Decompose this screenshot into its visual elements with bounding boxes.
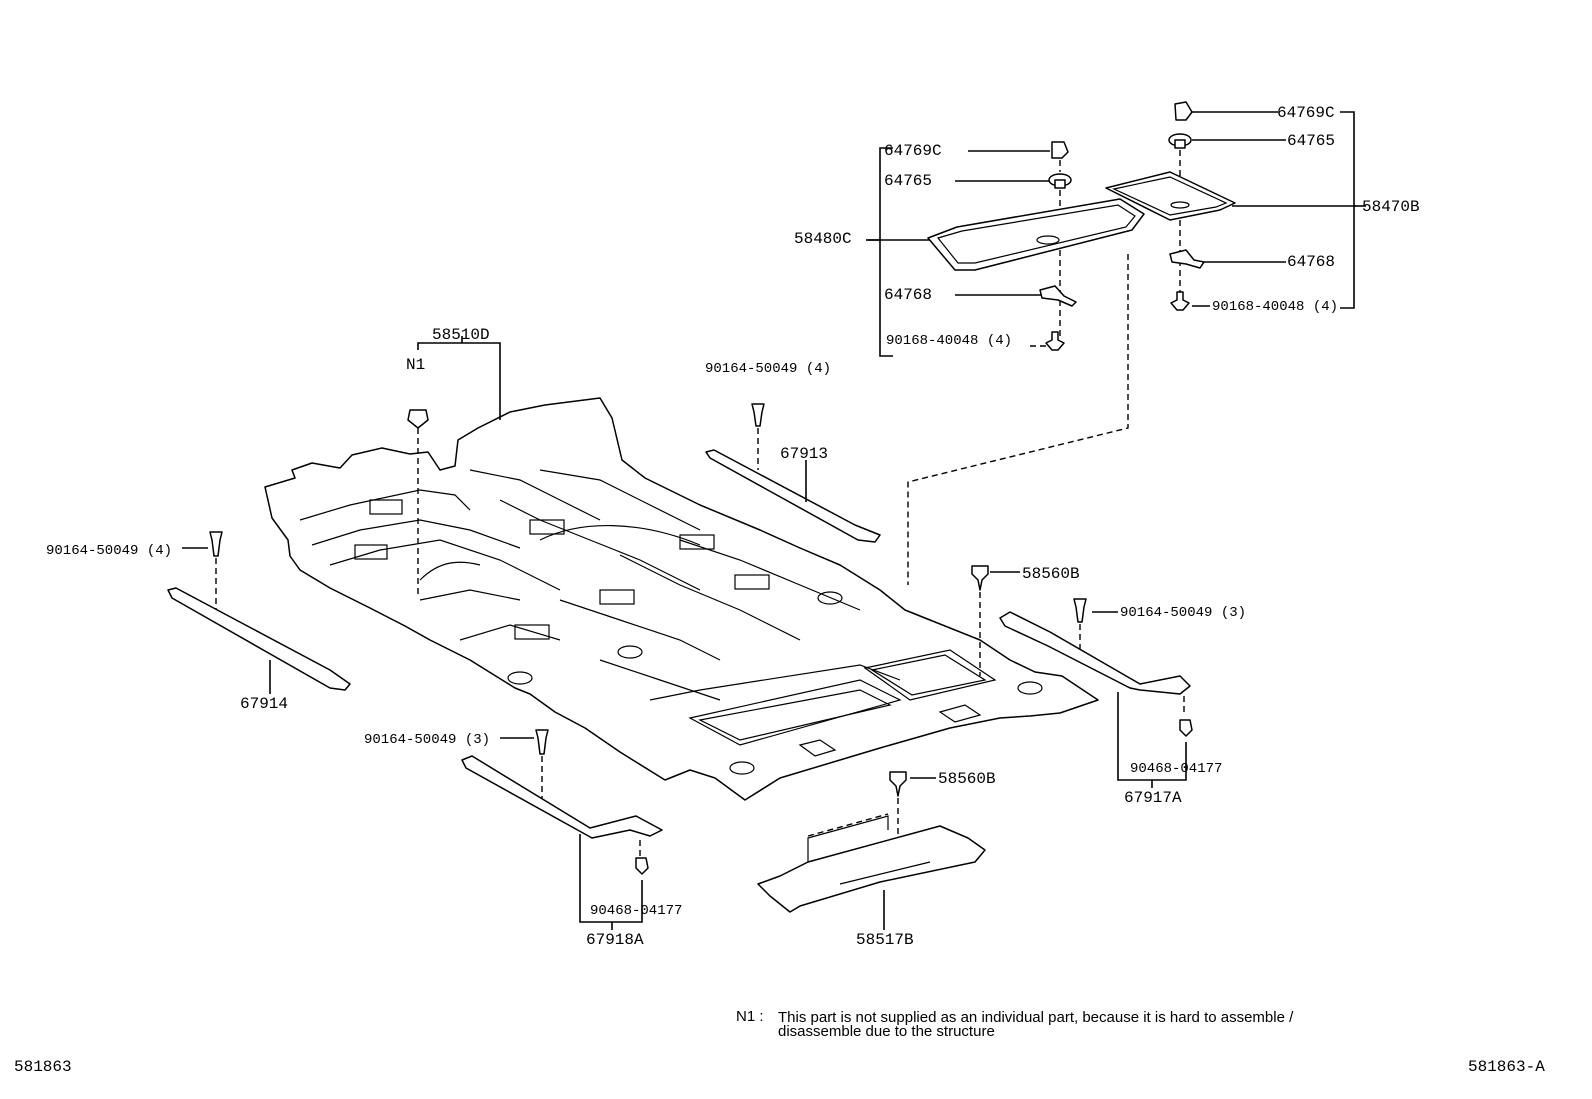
label-58517b: 58517B <box>856 931 914 949</box>
label-64765-b: 64765 <box>1287 132 1336 150</box>
label-67917a: 67917A <box>1124 789 1182 807</box>
label-58470b: 58470B <box>1362 198 1420 216</box>
bolt-90168-b <box>1170 291 1190 311</box>
callout-58510d <box>407 336 501 598</box>
floor-carpet-58510d <box>264 397 1099 801</box>
note-line-2: disassemble due to the structure <box>778 1023 995 1040</box>
strip-67917a <box>971 565 1193 788</box>
label-67918a: 67918A <box>586 931 644 949</box>
clip-58560b-b <box>889 771 907 797</box>
note-marker: N1 : <box>736 1008 764 1025</box>
strip-67918a <box>461 729 663 930</box>
mat-58470b-group <box>907 101 1366 585</box>
hook-64768-a <box>1039 285 1077 307</box>
label-58510d: 58510D <box>432 326 490 344</box>
label-58560b-a: 58560B <box>1022 565 1080 583</box>
label-90468-bot: 90468-04177 <box>590 903 683 919</box>
footer-code-left: 581863 <box>14 1058 72 1076</box>
bolt-90164-top <box>751 403 765 427</box>
clip-64769c-a <box>1051 141 1069 159</box>
label-64765-a: 64765 <box>884 172 933 190</box>
label-67914: 67914 <box>240 695 289 713</box>
label-90168-b: 90168-40048 (4) <box>1212 299 1339 315</box>
bolt-90164-right <box>1073 598 1087 623</box>
label-64768-a: 64768 <box>884 286 933 304</box>
bolt-90164-left <box>209 531 223 557</box>
label-90164-top: 90164-50049 (4) <box>705 361 832 377</box>
footer-code-right: 581863-A <box>1468 1058 1545 1076</box>
clip-90468-right <box>1179 719 1193 737</box>
mat-58480c-group <box>866 141 1145 357</box>
mat-58480c <box>927 198 1145 271</box>
label-58480c: 58480C <box>794 230 852 248</box>
n1-clip <box>407 409 429 429</box>
label-n1: N1 <box>406 356 426 374</box>
clip-58560b-a <box>971 565 989 591</box>
hook-64768-b <box>1169 249 1205 269</box>
strip-67914 <box>167 531 351 694</box>
label-64769c-b: 64769C <box>1277 104 1335 122</box>
label-90468-right: 90468-04177 <box>1130 761 1223 777</box>
clip-90468-bot <box>635 857 649 875</box>
strip-67913 <box>705 403 881 543</box>
note-line-1: This part is not supplied as an individu… <box>778 1009 1294 1026</box>
bolt-90164-bot <box>535 729 549 755</box>
cover-58517b <box>757 771 986 930</box>
bolt-90168-a <box>1045 331 1065 351</box>
label-58560b-b: 58560B <box>938 770 996 788</box>
label-67913: 67913 <box>780 445 829 463</box>
label-90168-a: 90168-40048 (4) <box>886 333 1013 349</box>
label-90164-right: 90164-50049 (3) <box>1120 605 1247 621</box>
label-64769c-a: 64769C <box>884 142 942 160</box>
label-90164-bot: 90164-50049 (3) <box>364 732 491 748</box>
clip-64769c-b <box>1174 101 1193 121</box>
label-90164-left: 90164-50049 (4) <box>46 543 173 559</box>
label-64768-b: 64768 <box>1287 253 1336 271</box>
